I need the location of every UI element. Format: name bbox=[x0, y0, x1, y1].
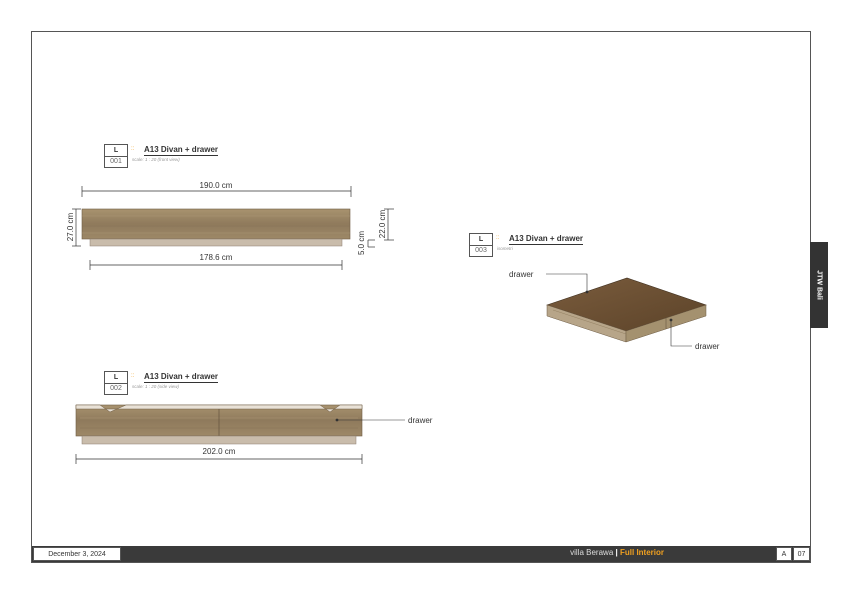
footer-bar bbox=[32, 546, 810, 562]
iso-edge bbox=[552, 309, 627, 335]
dim-front-height: 27.0 cm bbox=[66, 212, 75, 241]
isometric-view: drawer drawer bbox=[509, 270, 720, 351]
dim-front-body-height: 22.0 cm bbox=[378, 209, 387, 238]
divan-top-profile bbox=[75, 404, 363, 413]
side-view: drawer 202.0 cm bbox=[75, 404, 433, 464]
view-separator: :: bbox=[496, 235, 500, 241]
front-view: 190.0 cm 27.0 cm 178.6 cm 22.0 cm 5.0 cm bbox=[66, 181, 394, 270]
view-number: 002 bbox=[110, 385, 122, 392]
callout-iso-drawer-top: drawer bbox=[509, 270, 534, 279]
divan-base bbox=[81, 435, 357, 445]
dim-front-base-height: 5.0 cm bbox=[357, 231, 366, 255]
footer-series: A bbox=[776, 547, 792, 561]
view-number: 001 bbox=[110, 158, 122, 165]
footer-project-name: villa Berawa bbox=[570, 548, 614, 557]
callout-leader bbox=[546, 273, 588, 292]
view-code: L bbox=[105, 145, 127, 157]
view-code-box: L 001 bbox=[104, 144, 128, 168]
view-name: A13 Divan + drawer bbox=[144, 372, 219, 383]
view-number: 003 bbox=[475, 247, 487, 254]
view-name: A13 Divan + drawer bbox=[144, 145, 219, 156]
sheet-tab: JTW Bali bbox=[810, 242, 828, 328]
callout-iso-drawer-bottom: drawer bbox=[695, 342, 720, 351]
view-code: L bbox=[105, 372, 127, 384]
dim-side-width: 202.0 cm bbox=[203, 447, 236, 456]
view-scale: scale: 1 : 20 (front view) bbox=[132, 157, 180, 162]
view-scale: isometri bbox=[497, 246, 513, 251]
callout-side-drawer: drawer bbox=[408, 416, 433, 425]
footer-section: Full Interior bbox=[620, 548, 664, 557]
callout-leader bbox=[670, 320, 692, 347]
view-separator: :: bbox=[131, 373, 135, 379]
footer-page-number: 07 bbox=[793, 547, 810, 561]
footer-project: villa Berawa | Full Interior bbox=[570, 548, 664, 557]
divan-base bbox=[89, 238, 343, 247]
view-scale: scale: 1 : 20 (side view) bbox=[132, 384, 180, 389]
dim-front-width: 190.0 cm bbox=[200, 181, 233, 190]
view-code-box: L 002 bbox=[104, 371, 128, 395]
view-name: A13 Divan + drawer bbox=[509, 234, 584, 245]
footer-date: December 3, 2024 bbox=[33, 547, 121, 561]
view-separator: :: bbox=[131, 146, 135, 152]
footer-separator: | bbox=[615, 548, 618, 557]
divan-body bbox=[81, 208, 351, 240]
view-code-box: L 003 bbox=[469, 233, 493, 257]
dim-front-base-width: 178.6 cm bbox=[200, 253, 233, 262]
view-code: L bbox=[470, 234, 492, 246]
